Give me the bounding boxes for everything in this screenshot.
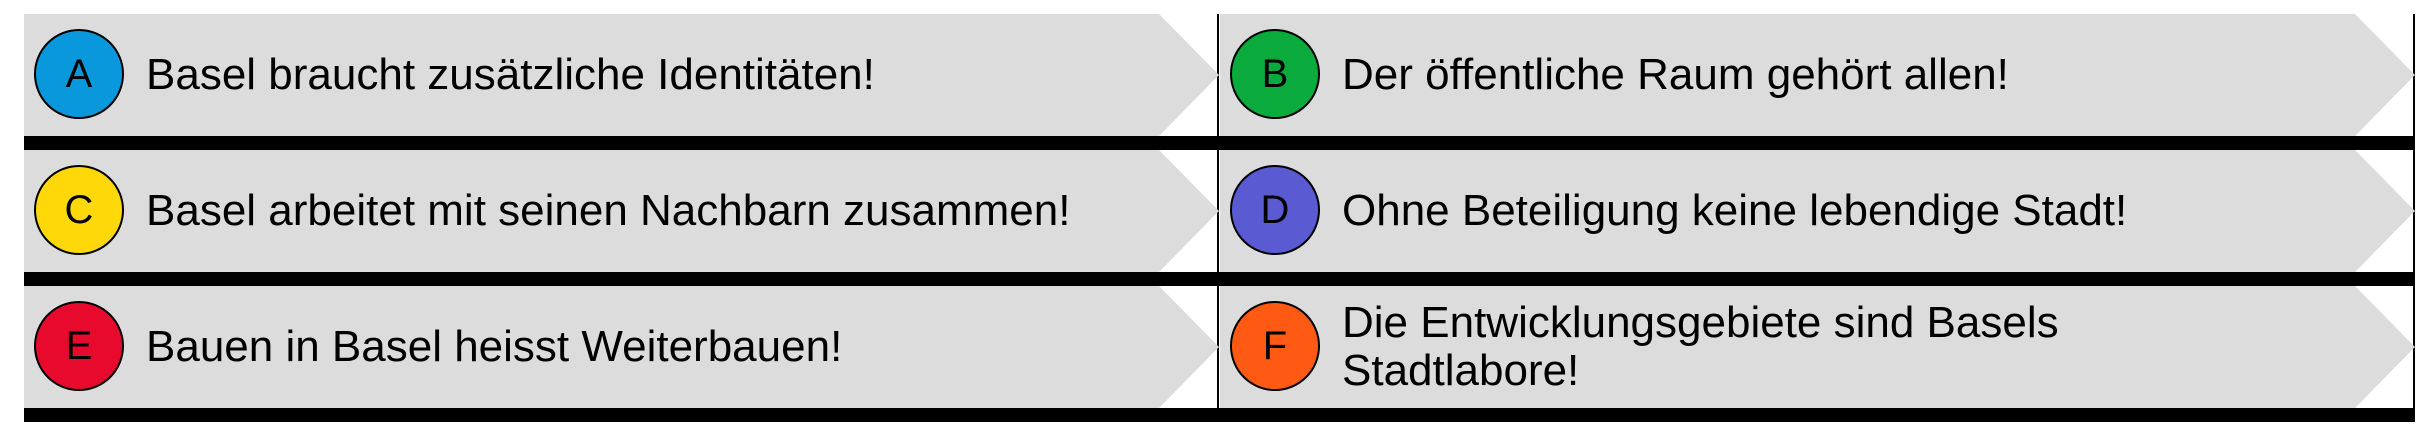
goal-item-e: E Bauen in Basel heisst Weiterbauen! <box>24 286 1219 408</box>
letter-badge-e: E <box>34 301 124 391</box>
arrow-banner <box>1220 14 2415 136</box>
letter-badge-a: A <box>34 29 124 119</box>
goal-item-d: D Ohne Beteiligung keine lebendige Stadt… <box>1220 150 2415 272</box>
goal-item-a: A Basel braucht zusätzliche Identitäten! <box>24 14 1219 136</box>
letter-badge-f: F <box>1230 301 1320 391</box>
goal-text-a: Basel braucht zusätzliche Identitäten! <box>146 50 875 99</box>
arrow-banner <box>24 150 1219 272</box>
row-separator <box>24 136 2415 150</box>
arrow-banner <box>24 286 1219 408</box>
arrow-banner <box>24 14 1219 136</box>
arrow-banner <box>1220 286 2415 408</box>
goal-text-d: Ohne Beteiligung keine lebendige Stadt! <box>1342 186 2128 235</box>
goal-item-c: C Basel arbeitet mit seinen Nachbarn zus… <box>24 150 1219 272</box>
letter-badge-b: B <box>1230 29 1320 119</box>
goal-text-f: Die Entwicklungsgebiete sind Basels Stad… <box>1342 298 2059 395</box>
letter-badge-d: D <box>1230 165 1320 255</box>
goal-text-e: Bauen in Basel heisst Weiterbauen! <box>146 322 843 371</box>
goal-text-c: Basel arbeitet mit seinen Nachbarn zusam… <box>146 186 1071 235</box>
arrow-banner <box>1220 150 2415 272</box>
row-2: C Basel arbeitet mit seinen Nachbarn zus… <box>24 150 2415 286</box>
row-3: E Bauen in Basel heisst Weiterbauen! F D… <box>24 286 2415 422</box>
goals-grid: A Basel braucht zusätzliche Identitäten!… <box>24 14 2415 422</box>
row-1: A Basel braucht zusätzliche Identitäten!… <box>24 14 2415 150</box>
row-separator <box>24 408 2415 422</box>
letter-badge-c: C <box>34 165 124 255</box>
goal-text-b: Der öffentliche Raum gehört allen! <box>1342 50 2009 99</box>
row-separator <box>24 272 2415 286</box>
goal-item-f: F Die Entwicklungsgebiete sind Basels St… <box>1220 286 2415 408</box>
goal-item-b: B Der öffentliche Raum gehört allen! <box>1220 14 2415 136</box>
right-border <box>2413 14 2415 422</box>
